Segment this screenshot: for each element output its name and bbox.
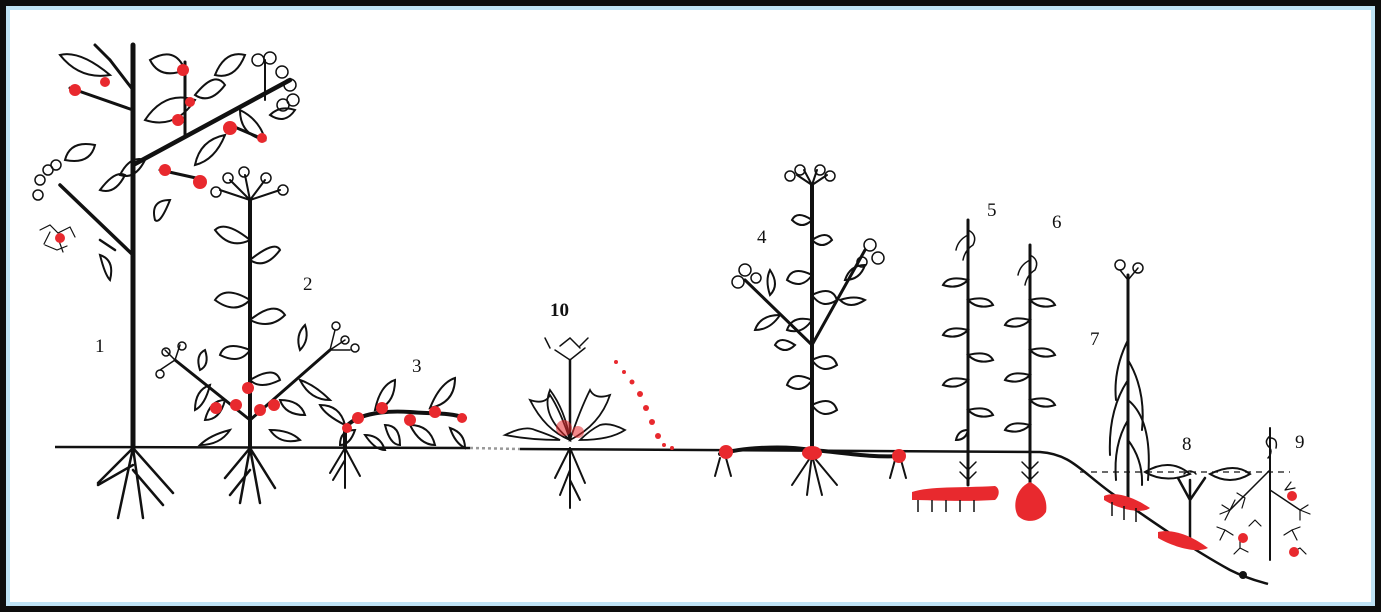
label-9: 9 <box>1295 432 1305 453</box>
plant-3-roots <box>330 448 360 488</box>
label-8: 8 <box>1182 434 1192 455</box>
plant-1-tree <box>33 45 299 448</box>
bottom-seed <box>1239 571 1247 579</box>
plant-10-seed-dispersal <box>556 360 674 450</box>
label-4: 4 <box>757 227 767 248</box>
plant-8-rhizome <box>1158 531 1208 550</box>
label-5: 5 <box>987 200 997 221</box>
plant-10-roots <box>555 448 585 508</box>
label-6: 6 <box>1052 212 1062 233</box>
plant-4-roots <box>715 455 906 495</box>
plant-4-rhizomatous <box>720 165 900 456</box>
plant-2-roots <box>225 448 275 503</box>
plant-1-roots <box>98 448 173 518</box>
soil-line <box>55 447 1290 584</box>
label-3: 3 <box>412 356 422 377</box>
plant-5-rhizome <box>912 486 999 512</box>
plant-3-renewal-buds <box>342 402 467 433</box>
plant-2-renewal-buds <box>210 382 280 416</box>
label-10: 10 <box>550 300 569 321</box>
plant-3-dwarf-shrub <box>320 378 465 450</box>
number-labels: 1 2 3 4 5 6 7 8 9 10 <box>95 200 1305 455</box>
plant-6-tuber <box>1015 482 1046 521</box>
plant-9-buds <box>1238 491 1299 557</box>
label-2: 2 <box>303 274 313 295</box>
label-1: 1 <box>95 336 105 357</box>
plant-5-rhizome-geophyte <box>943 220 993 485</box>
plant-7-renewal-buds <box>1104 494 1150 522</box>
plant-7-semi-aquatic <box>1110 260 1149 500</box>
outer-frame <box>3 3 1378 609</box>
label-7: 7 <box>1090 329 1100 350</box>
